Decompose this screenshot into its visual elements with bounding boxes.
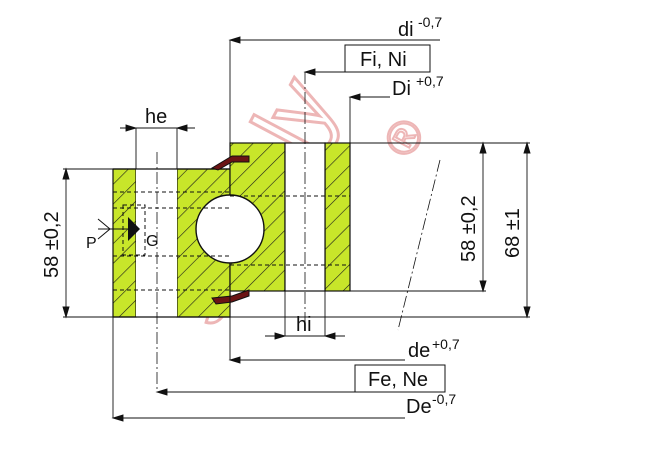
fi-ni-box — [344, 44, 431, 73]
label-g: G — [146, 233, 158, 250]
label-p: P — [86, 235, 97, 252]
label-fi-ni: Fi, Ni — [360, 49, 407, 71]
label-De: De — [406, 396, 432, 418]
inner-ring — [229, 142, 351, 292]
ball — [195, 194, 265, 264]
grease-nipple-symbol — [97, 217, 140, 241]
label-di-tol: -0,7 — [418, 14, 442, 30]
label-Di: Di — [392, 78, 411, 100]
watermark-reg: ® — [373, 110, 435, 164]
fe-ne-box — [354, 364, 446, 393]
label-hi: hi — [296, 314, 312, 336]
label-height-right-inner: 58 ±0,2 — [458, 195, 480, 262]
center-lines — [156, 72, 441, 392]
label-height-left: 58 ±0,2 — [41, 211, 63, 278]
label-height-right-outer: 68 ±1 — [502, 208, 524, 258]
label-de: de — [408, 340, 430, 362]
label-de-tol: +0,7 — [432, 336, 460, 352]
seals — [210, 155, 250, 305]
dimension-lines — [62, 36, 531, 422]
extension-lines — [63, 40, 530, 418]
label-di: di — [398, 19, 414, 41]
hidden-lines — [113, 191, 350, 291]
label-he: he — [145, 106, 167, 128]
label-De-tol: -0,7 — [432, 391, 456, 407]
label-Di-tol: +0,7 — [416, 73, 444, 89]
label-fe-ne: Fe, Ne — [368, 369, 428, 391]
